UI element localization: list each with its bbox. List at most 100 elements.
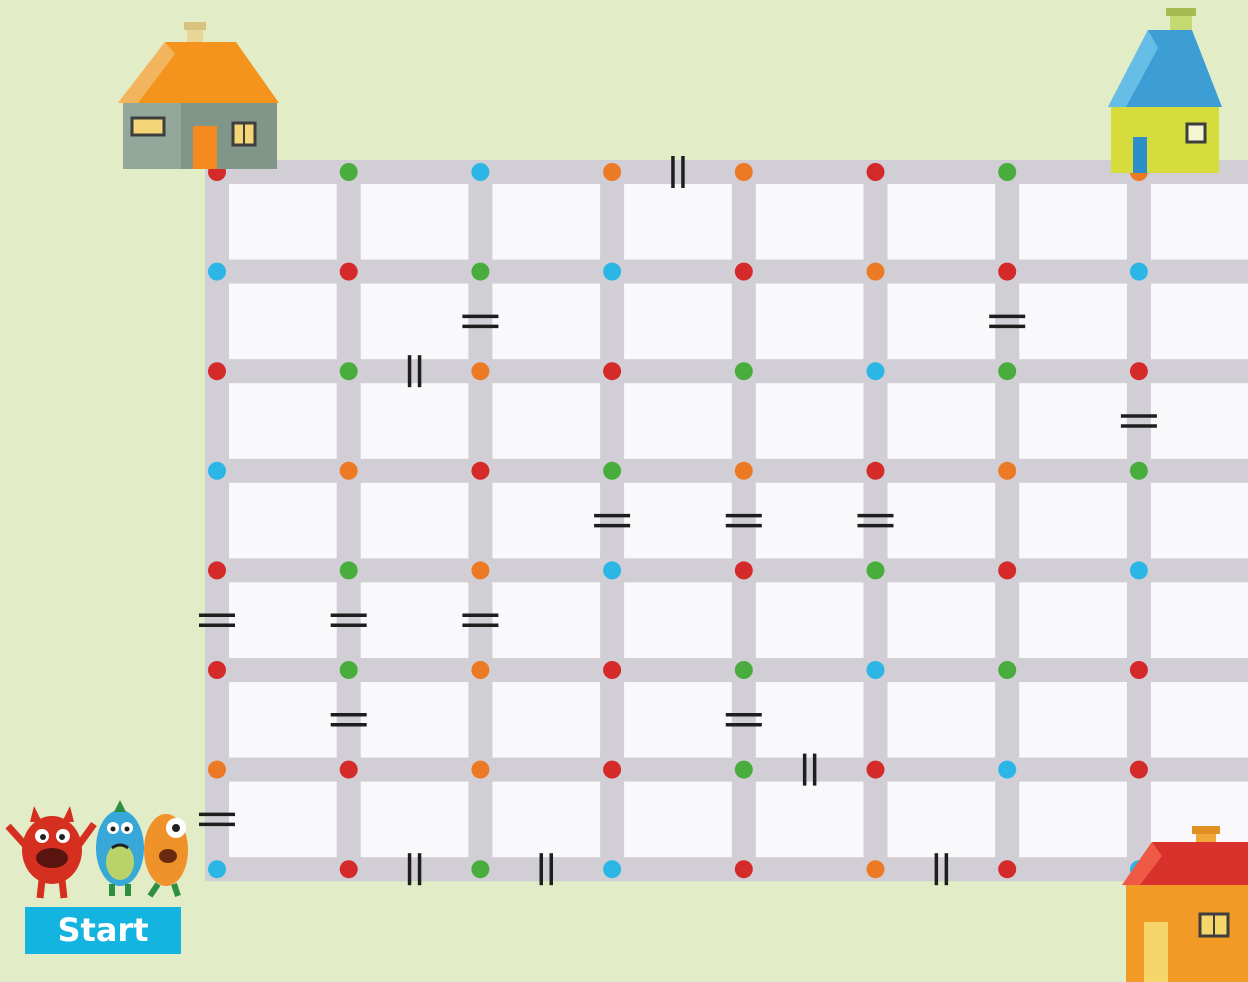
intersection-dot-orange[interactable]: [471, 661, 489, 679]
intersection-dot-red[interactable]: [603, 761, 621, 779]
city-block: [361, 782, 469, 858]
intersection-dot-green[interactable]: [735, 661, 753, 679]
city-block: [492, 782, 600, 858]
city-block: [492, 682, 600, 758]
intersection-dot-green[interactable]: [998, 163, 1016, 181]
intersection-dot-blue[interactable]: [208, 462, 226, 480]
house-door: [193, 126, 217, 169]
intersection-dot-green[interactable]: [340, 163, 358, 181]
city-block: [1151, 383, 1248, 459]
intersection-dot-orange[interactable]: [471, 362, 489, 380]
start-button[interactable]: Start: [25, 907, 181, 954]
city-block: [361, 284, 469, 360]
house-door: [1133, 137, 1147, 173]
intersection-dot-orange[interactable]: [735, 462, 753, 480]
monster-belly: [106, 844, 134, 880]
intersection-dot-green[interactable]: [735, 761, 753, 779]
city-block: [361, 483, 469, 559]
intersection-dot-red[interactable]: [603, 661, 621, 679]
intersection-dot-green[interactable]: [735, 362, 753, 380]
monster-pupil: [40, 834, 46, 840]
intersection-dot-red[interactable]: [603, 362, 621, 380]
intersection-dot-blue[interactable]: [867, 661, 885, 679]
intersection-dot-red[interactable]: [340, 860, 358, 878]
city-block: [361, 682, 469, 758]
intersection-dot-blue[interactable]: [208, 263, 226, 281]
intersection-dot-red[interactable]: [867, 163, 885, 181]
city-block: [1019, 582, 1127, 658]
intersection-dot-blue[interactable]: [1130, 263, 1148, 281]
monster-mouth: [159, 849, 177, 863]
intersection-dot-red[interactable]: [208, 362, 226, 380]
intersection-dot-red[interactable]: [735, 263, 753, 281]
city-block: [756, 184, 864, 260]
intersection-dot-red[interactable]: [1130, 761, 1148, 779]
chimney-top: [184, 22, 206, 30]
city-block: [888, 682, 996, 758]
intersection-dot-red[interactable]: [340, 263, 358, 281]
city-block: [756, 483, 864, 559]
house-door: [1144, 922, 1168, 982]
intersection-dot-orange[interactable]: [340, 462, 358, 480]
intersection-dot-blue[interactable]: [998, 761, 1016, 779]
intersection-dot-red[interactable]: [998, 561, 1016, 579]
intersection-dot-green[interactable]: [471, 860, 489, 878]
intersection-dot-red[interactable]: [340, 761, 358, 779]
intersection-dot-green[interactable]: [471, 263, 489, 281]
monster-leg: [40, 880, 42, 898]
intersection-dot-red[interactable]: [208, 661, 226, 679]
intersection-dot-orange[interactable]: [603, 163, 621, 181]
intersection-dot-blue[interactable]: [603, 860, 621, 878]
intersection-dot-orange[interactable]: [471, 761, 489, 779]
intersection-dot-red[interactable]: [208, 561, 226, 579]
monster-pupil: [172, 824, 180, 832]
city-block: [624, 284, 732, 360]
house-window: [1187, 124, 1205, 142]
intersection-dot-blue[interactable]: [603, 561, 621, 579]
city-block: [756, 582, 864, 658]
city-block: [492, 582, 600, 658]
monster-pupil: [125, 827, 130, 832]
city-block: [1019, 383, 1127, 459]
city-block: [1019, 184, 1127, 260]
city-block: [492, 284, 600, 360]
intersection-dot-orange[interactable]: [867, 263, 885, 281]
intersection-dot-green[interactable]: [603, 462, 621, 480]
city-block: [492, 184, 600, 260]
intersection-dot-red[interactable]: [1130, 362, 1148, 380]
monster-mouth: [36, 848, 68, 868]
chimney-top: [1192, 826, 1220, 834]
intersection-dot-red[interactable]: [471, 462, 489, 480]
intersection-dot-orange[interactable]: [867, 860, 885, 878]
intersection-dot-orange[interactable]: [735, 163, 753, 181]
intersection-dot-green[interactable]: [998, 661, 1016, 679]
city-block: [1019, 682, 1127, 758]
intersection-dot-red[interactable]: [998, 860, 1016, 878]
intersection-dot-green[interactable]: [1130, 462, 1148, 480]
intersection-dot-blue[interactable]: [603, 263, 621, 281]
intersection-dot-orange[interactable]: [998, 462, 1016, 480]
city-block: [361, 184, 469, 260]
intersection-dot-orange[interactable]: [471, 561, 489, 579]
intersection-dot-green[interactable]: [867, 561, 885, 579]
intersection-dot-orange[interactable]: [208, 761, 226, 779]
intersection-dot-blue[interactable]: [471, 163, 489, 181]
intersection-dot-red[interactable]: [867, 462, 885, 480]
intersection-dot-red[interactable]: [735, 860, 753, 878]
intersection-dot-blue[interactable]: [208, 860, 226, 878]
intersection-dot-red[interactable]: [867, 761, 885, 779]
city-block: [888, 582, 996, 658]
intersection-dot-blue[interactable]: [1130, 561, 1148, 579]
monster-leg: [62, 880, 64, 898]
intersection-dot-green[interactable]: [340, 561, 358, 579]
city-block: [624, 184, 732, 260]
intersection-dot-green[interactable]: [340, 661, 358, 679]
intersection-dot-green[interactable]: [998, 362, 1016, 380]
intersection-dot-red[interactable]: [998, 263, 1016, 281]
house-window: [132, 118, 164, 135]
intersection-dot-green[interactable]: [340, 362, 358, 380]
intersection-dot-red[interactable]: [1130, 661, 1148, 679]
intersection-dot-blue[interactable]: [867, 362, 885, 380]
intersection-dot-red[interactable]: [735, 561, 753, 579]
